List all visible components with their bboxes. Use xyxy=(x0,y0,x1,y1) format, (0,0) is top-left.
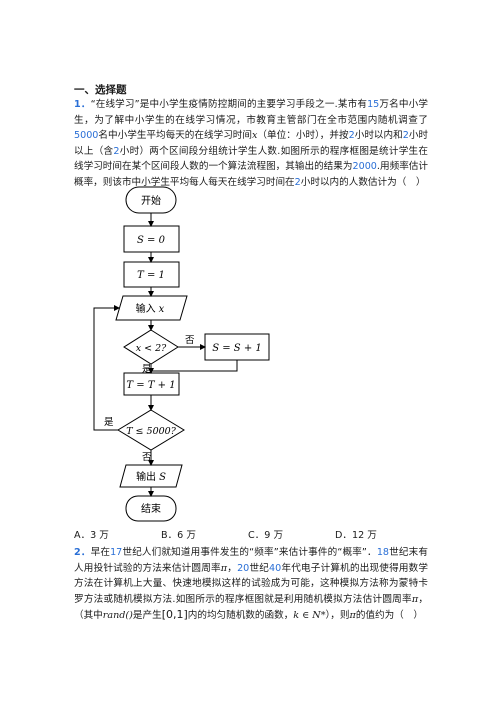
q1-text-a: “在线学习”是中小学生疫情防控期间的主要学习手段之一.某市有 xyxy=(90,99,368,110)
no-1-label: 否 xyxy=(185,335,195,346)
choice-a[interactable]: A．3 万 xyxy=(74,530,109,541)
q2-text-i: 内的均匀随机数的函数， xyxy=(187,610,294,622)
q1-text-h: .用频率估计概率，则该市中小学生平均每人每天在线学习时间在 xyxy=(74,161,428,188)
section-title: 一、选择题 xyxy=(74,84,127,96)
start-label: 开始 xyxy=(141,194,161,207)
question-1-choices: A．3 万 B．6 万 C．9 万 D．12 万 xyxy=(74,527,434,541)
q2-num-b: 18 xyxy=(376,547,390,558)
q2-num-d: 40 xyxy=(269,562,282,574)
yes-1-label: 是 xyxy=(142,364,152,375)
input-var: x xyxy=(159,304,165,315)
q2-text-c: 世纪末有人用投针试验的方法来估计圆周率 xyxy=(74,547,429,574)
q2-text-b: 世纪人们就知道用事件发生的“频率”来估计事件的“概率”． xyxy=(122,547,377,558)
q2-text-f: 年代电子计算机的出现使得用数学方法在计算机上大量、快速地模拟这样的试验成为可能，… xyxy=(74,562,429,605)
q2-rand: rand() xyxy=(102,610,133,622)
q1-text-c: 名中小学生平均每天的在线学习时间 xyxy=(98,130,252,142)
end-label: 结束 xyxy=(141,502,161,515)
q2-text-a: 早在 xyxy=(90,547,111,558)
q1-num-d: 2 xyxy=(402,130,409,142)
q1-text-i: 小时以内的人数估计为（ ） xyxy=(300,176,426,188)
output-parallelogram xyxy=(119,464,183,488)
question-2-text: 2．早在17世纪人们就知道用事件发生的“频率”来估计事件的“概率”．18世纪末有… xyxy=(74,545,428,624)
q2-text-g: ，（其中 xyxy=(74,593,428,622)
q2-num-c: 20 xyxy=(237,562,250,574)
q1-text-e: 小时以内和 xyxy=(354,130,403,142)
end-terminal xyxy=(125,495,177,522)
output-var: S xyxy=(159,472,166,483)
output-label: 输出 xyxy=(136,470,156,483)
q1-text-f: 小时以上（含 xyxy=(74,130,429,157)
s-init-label: S = 0 xyxy=(137,235,166,246)
question-1-number: 1． xyxy=(74,99,91,110)
q1-text-b: 万名中小学生，为了解中小学生的在线学习情况，市教育主管部门在全市范围内随机调查了 xyxy=(74,99,428,126)
condition-2-label: T ≤ 5000? xyxy=(126,426,177,437)
no-2-label: 否 xyxy=(142,452,152,463)
q1-num-b: 5000 xyxy=(74,130,99,142)
q2-text-h: 是产生 xyxy=(132,610,162,622)
q2-text-k: 的值约为（ ） xyxy=(355,610,423,622)
q2-text-j: ），则 xyxy=(325,610,350,622)
q1-num-g: 2 xyxy=(294,176,301,188)
q2-pi-b: π xyxy=(411,593,419,605)
q1-num-f: 2000 xyxy=(352,161,377,173)
s-update-label: S = S + 1 xyxy=(212,343,262,354)
yes-2-label: 是 xyxy=(104,417,114,428)
q2-text-d: ， xyxy=(227,562,238,574)
q2-text-e: 世纪 xyxy=(249,562,270,574)
choice-c[interactable]: C．9 万 xyxy=(248,530,284,541)
condition-1-label: x < 2? xyxy=(136,343,167,354)
q2-interval: [0,1] xyxy=(161,608,188,622)
q1-num-c: 2 xyxy=(348,130,355,142)
question-2-number: 2． xyxy=(74,547,91,558)
choice-d[interactable]: D．12 万 xyxy=(335,530,377,541)
question-1-text: 1．“在线学习”是中小学生疫情防控期间的主要学习手段之一.某市有15万名中小学生… xyxy=(74,97,428,191)
choice-b[interactable]: B．6 万 xyxy=(161,530,196,541)
input-parallelogram xyxy=(115,295,188,321)
t-update-label: T = T + 1 xyxy=(126,380,175,391)
t-init-label: T = 1 xyxy=(137,270,165,281)
q1-text-g: 小时）两个区间段分组统计学生人数.如图所示的程序框图是统计学生在线学习时间在某个… xyxy=(74,145,428,173)
q2-pi-c: π xyxy=(349,610,356,622)
q1-text-d: （单位：小时），并按 xyxy=(257,130,349,142)
q1-num-e: 2 xyxy=(113,145,120,157)
q2-pi-a: π xyxy=(220,562,228,574)
q1-var-x: x xyxy=(252,130,258,142)
input-label: 输入 xyxy=(136,302,156,315)
q2-k-in: k ∈ N* xyxy=(293,610,326,622)
q1-num-a: 15 xyxy=(367,99,380,110)
q2-num-a: 17 xyxy=(110,547,123,558)
